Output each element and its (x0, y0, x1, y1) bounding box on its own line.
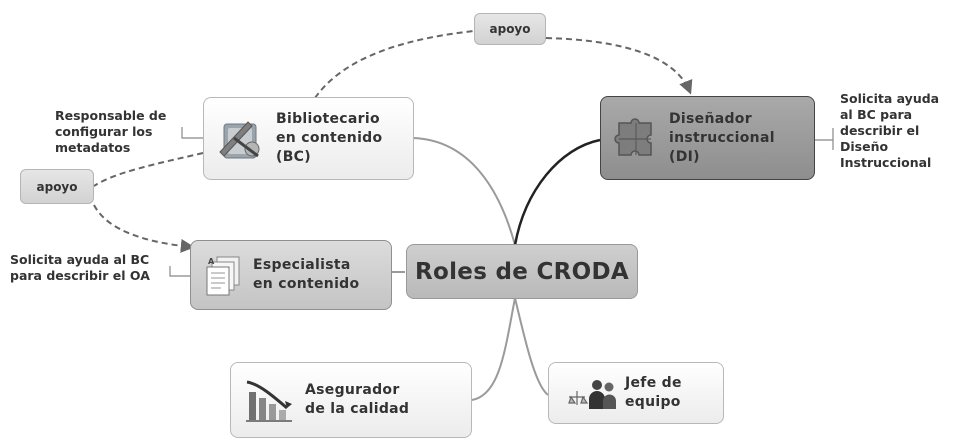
team-scales-icon (567, 375, 617, 411)
branch-bibliotecario (412, 137, 516, 246)
branch-jefe (514, 297, 549, 396)
declining-bar-chart-icon (243, 374, 295, 426)
node-asegurador[interactable]: Asegurador de la calidad (230, 362, 472, 438)
relation-apoyo-top-b (545, 37, 693, 95)
note-disenador: Solicita ayuda al BC para describir el D… (840, 91, 940, 170)
relation-apoyo-top-a (314, 30, 475, 99)
callout-bracket-disenador (815, 128, 834, 150)
central-topic-label: Roles de CRODA (415, 258, 629, 285)
relation-apoyo-left-b (93, 204, 195, 253)
relation-apoyo-left-a (93, 152, 204, 187)
branch-asegurador (471, 297, 516, 401)
node-disenador[interactable]: Diseñador instruccional (DI) (600, 96, 815, 180)
note-especialista: Solicita ayuda al BC para describir el O… (10, 252, 150, 283)
documents-icon: A (203, 253, 243, 297)
node-jefe-label: Jefe de equipo (625, 375, 682, 410)
node-disenador-label: Diseñador instruccional (DI) (669, 110, 775, 165)
node-especialista-label: Especialista en contenido (253, 257, 360, 292)
branch-disenador (513, 138, 601, 246)
node-especialista[interactable]: A Especialista en contenido (190, 240, 392, 310)
callout-bracket-bibliotecario (181, 127, 203, 139)
central-topic[interactable]: Roles de CRODA (406, 244, 638, 299)
svg-text:A: A (208, 257, 215, 266)
callout-bracket-especialista (169, 266, 190, 277)
note-bibliotecario: Responsable de configurar los metadatos (55, 108, 167, 155)
node-bibliotecario-label: Bibliotecario en contenido (BC) (276, 111, 383, 165)
puzzle-pieces-icon (613, 115, 659, 161)
node-asegurador-label: Asegurador de la calidad (305, 382, 410, 417)
relation-label-apoyo-left[interactable]: apoyo (20, 169, 94, 204)
tools-book-icon (216, 116, 266, 162)
node-bibliotecario[interactable]: Bibliotecario en contenido (BC) (203, 97, 414, 180)
node-jefe[interactable]: Jefe de equipo (548, 362, 724, 424)
relation-label-apoyo-top[interactable]: apoyo (474, 13, 546, 45)
